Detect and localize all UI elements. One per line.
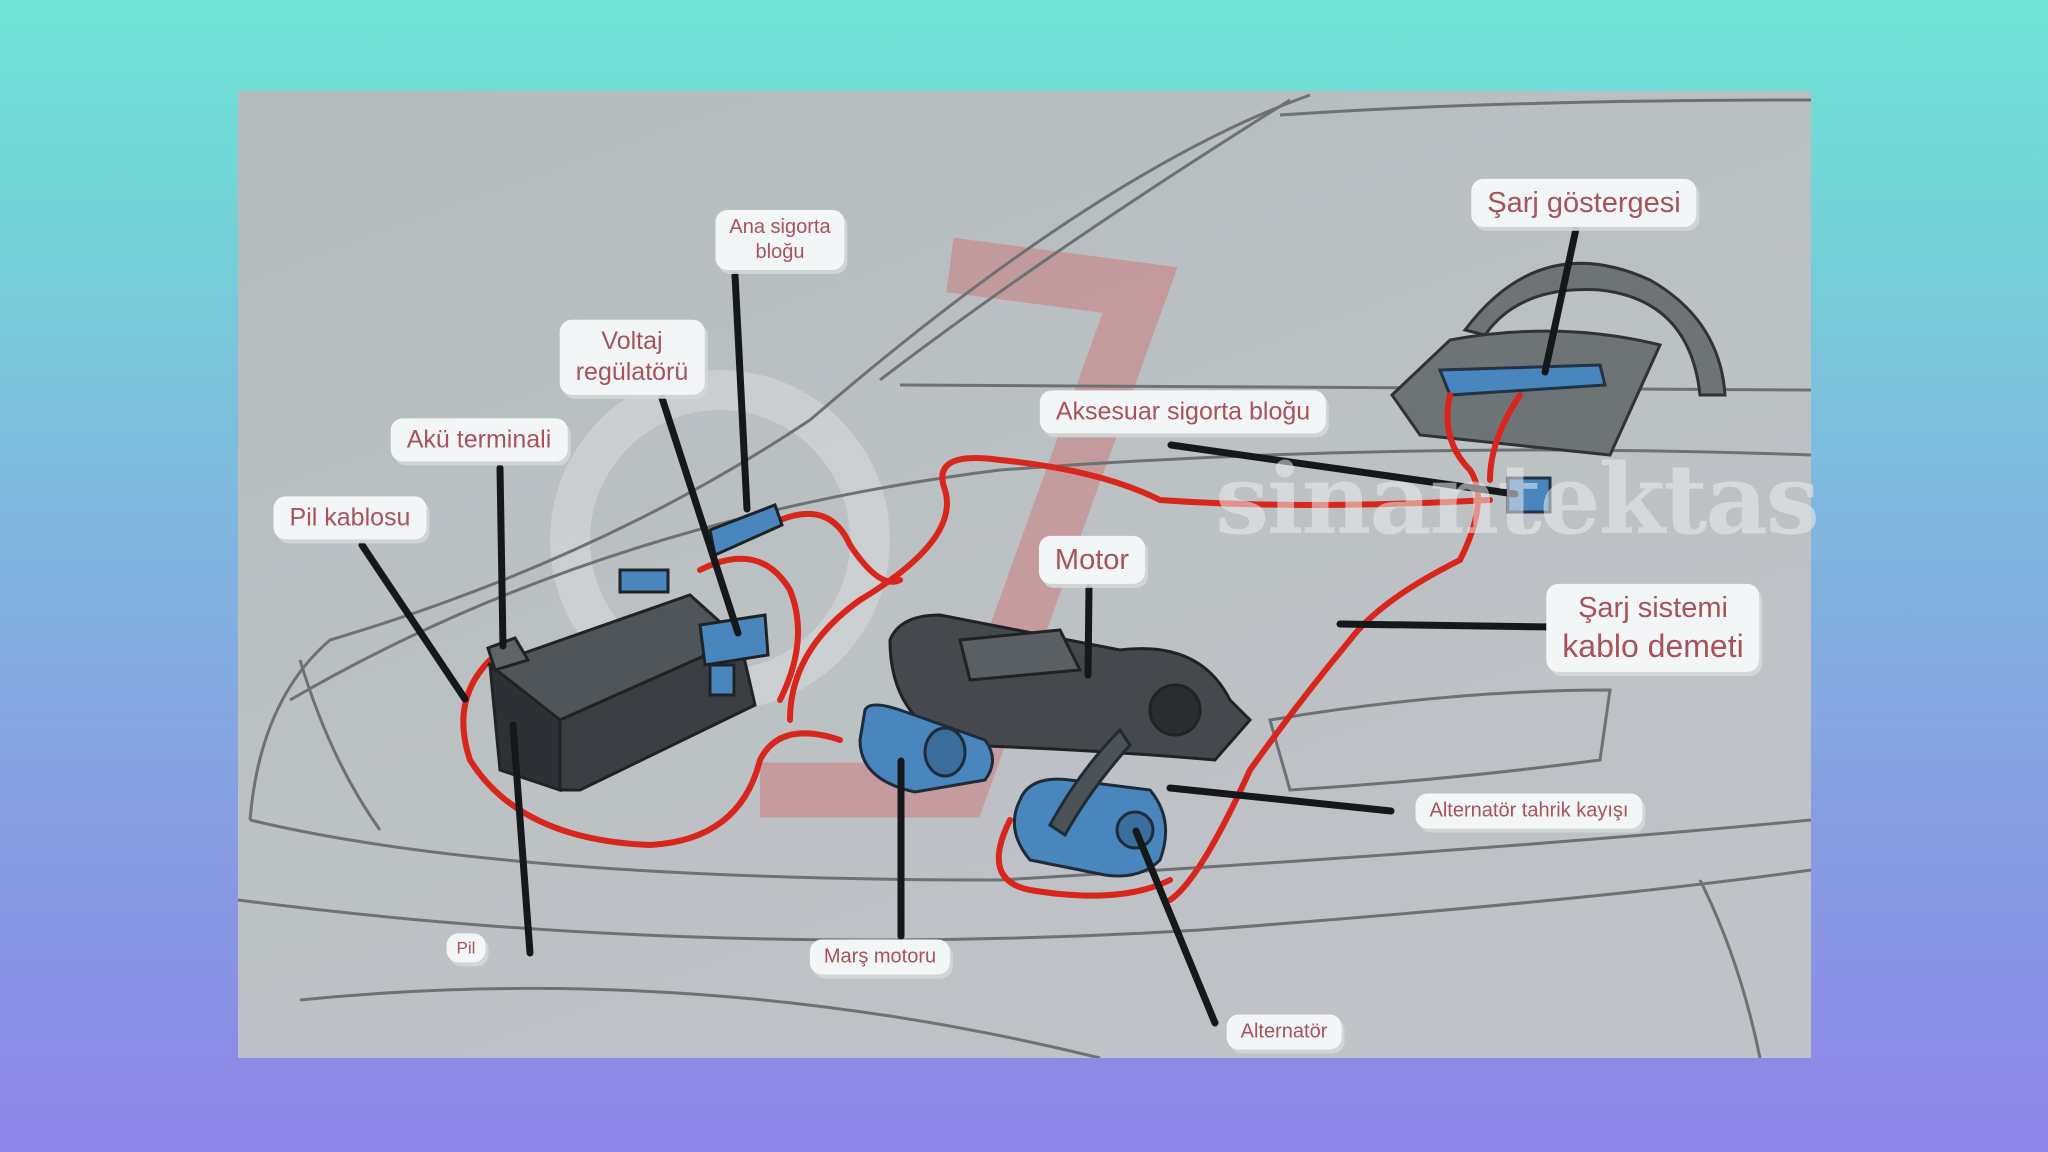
label-aku-terminali: Akü terminali <box>390 418 568 462</box>
label-mars-motoru: Marş motoru <box>809 939 951 975</box>
leader-lines <box>358 225 1580 1027</box>
label-voltaj: Voltaj regülatörü <box>559 319 705 395</box>
label-sarj-gostergesi: Şarj göstergesi <box>1471 178 1697 228</box>
battery-drawing <box>486 503 784 793</box>
label-alternator: Alternatör <box>1226 1014 1342 1050</box>
charge-gauge-drawing <box>1390 261 1727 457</box>
watermark-text: sinantektas <box>1215 443 1820 556</box>
label-aksesuar-sigorta: Aksesuar sigorta bloğu <box>1039 390 1327 434</box>
wiring-harness <box>460 392 1523 903</box>
label-ana-sigorta-line2: bloğu <box>755 241 805 263</box>
label-sarj-sistemi-line2: kablo demeti <box>1562 628 1744 665</box>
label-voltaj-line2: regülatörü <box>575 358 689 386</box>
label-alternator-tahrik-kayisi: Alternatör tahrik kayışı <box>1415 793 1643 829</box>
label-ana-sigorta: Ana sigorta bloğu <box>715 210 845 270</box>
label-voltaj-line1: Voltaj <box>601 326 663 355</box>
label-pil-kablosu: Pil kablosu <box>273 496 427 540</box>
label-sarj-sistemi: Şarj sistemi kablo demeti <box>1546 583 1760 673</box>
label-motor: Motor <box>1038 535 1146 585</box>
label-sarj-sistemi-line1: Şarj sistemi <box>1578 591 1728 624</box>
starter-motor-drawing <box>858 703 994 794</box>
label-pil: Pil <box>446 933 486 963</box>
label-ana-sigorta-line1: Ana sigorta <box>729 216 831 238</box>
alternator-drawing <box>1012 727 1168 878</box>
